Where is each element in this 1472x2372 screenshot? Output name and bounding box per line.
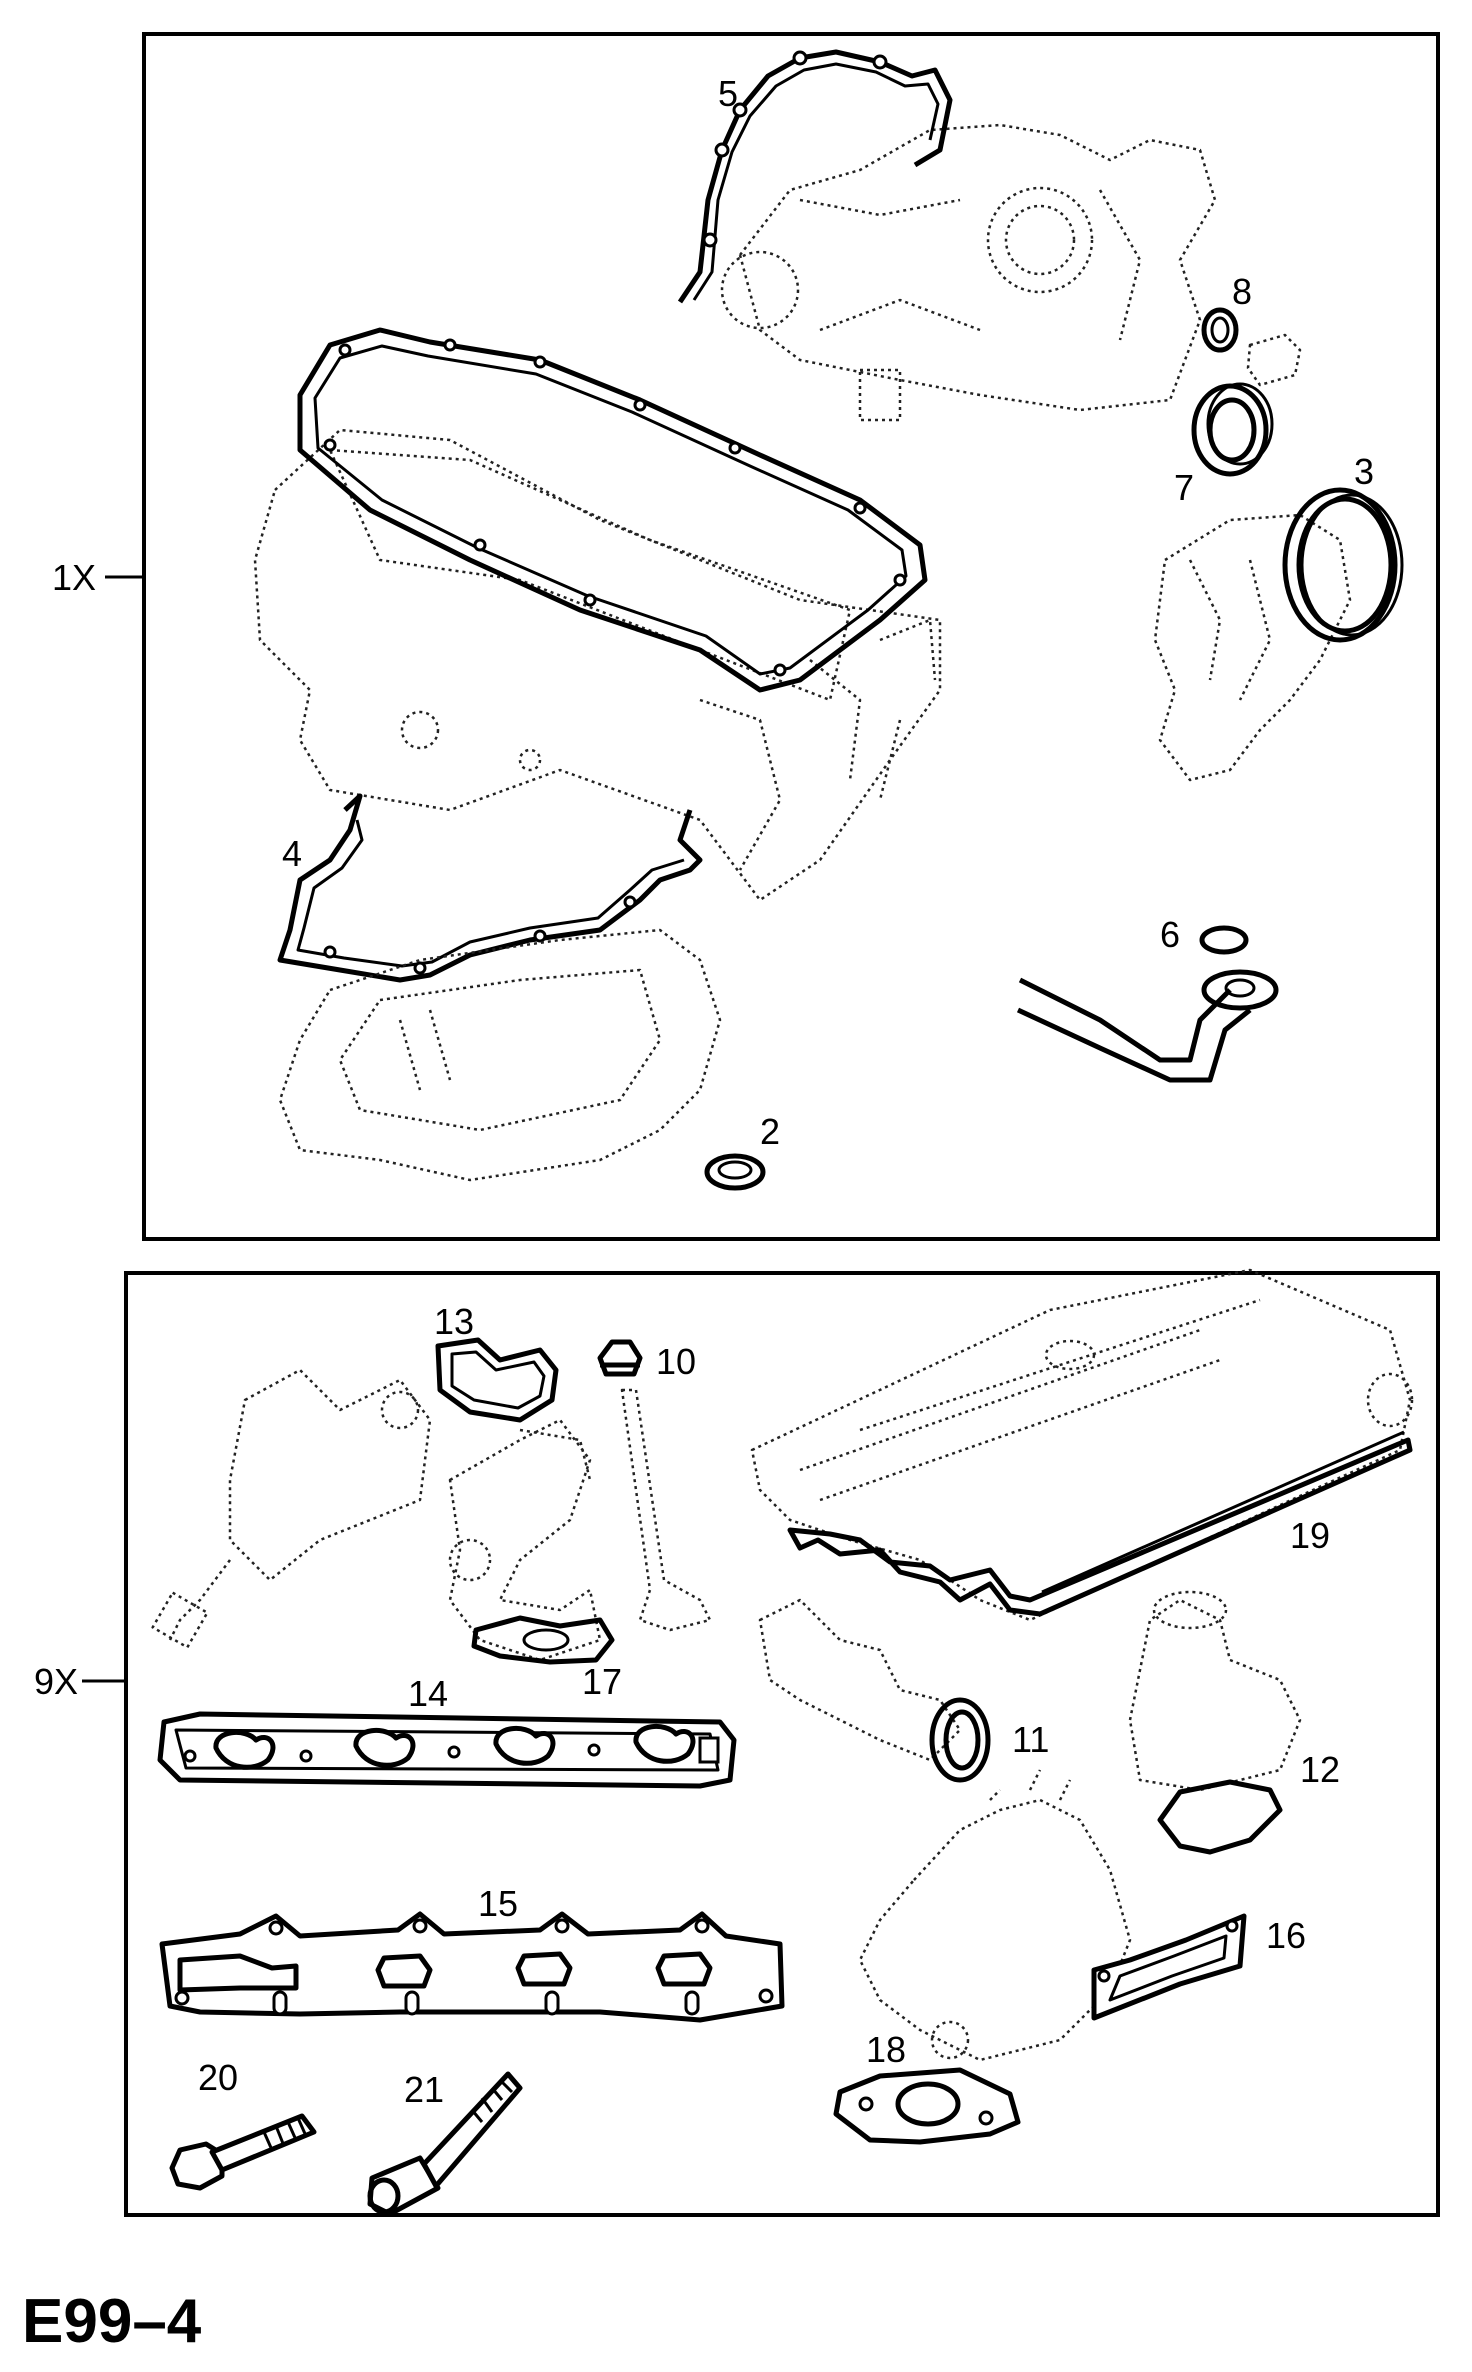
part-label-16: 16 (1266, 1915, 1306, 1956)
lower-oil-pan-drawing (278, 928, 722, 1182)
coolant-housing-drawing (858, 1769, 1132, 2062)
part-label-15: 15 (478, 1883, 518, 1924)
exhaust-manifold-gasket-15 (159, 1911, 785, 2023)
coolant-housing-gasket-16 (1091, 1913, 1247, 2021)
thermostat-gasket-12 (1157, 1779, 1283, 1855)
egr-valve-drawing (151, 1368, 432, 1649)
egr-gasket-13 (435, 1337, 559, 1423)
valve-stem-seal-10 (597, 1339, 643, 1377)
figure-code: E99–4 (22, 2287, 202, 2356)
part-label-18: 18 (866, 2029, 906, 2070)
oil-pan-lower-gasket-4 (277, 793, 703, 983)
part-label-17: 17 (582, 1661, 622, 1702)
part-label-21: 21 (404, 2069, 444, 2110)
rear-main-seal-3 (1282, 487, 1404, 643)
part-label-13: 13 (434, 1301, 474, 1342)
part-label-2: 2 (760, 1111, 780, 1152)
part-label-11: 11 (1012, 1719, 1049, 1760)
lower-group-label: 9X (34, 1661, 78, 1702)
part-label-20: 20 (198, 2057, 238, 2098)
intake-manifold-gasket-14 (157, 1711, 737, 1789)
seal-ring-8 (1201, 307, 1302, 387)
part-label-3: 3 (1354, 451, 1374, 492)
upper-oil-pan-drawing (253, 428, 942, 902)
thermostat-housing-drawing (1128, 1590, 1302, 1792)
part-label-6: 6 (1160, 914, 1180, 955)
part-label-12: 12 (1300, 1749, 1340, 1790)
camshaft-seal-11 (929, 1697, 991, 1783)
part-label-14: 14 (408, 1673, 448, 1714)
oil-pickup-tube-drawing (1016, 969, 1279, 1083)
upper-panel-frame (142, 32, 1440, 1241)
part-label-19: 19 (1290, 1515, 1330, 1556)
lower-panel-frame (124, 1271, 1440, 2217)
crankshaft-drawing (1153, 513, 1352, 782)
part-label-5: 5 (718, 73, 738, 114)
cam-cover-gasket-19 (787, 1430, 1413, 1617)
drain-plug-seal-2 (704, 1153, 766, 1191)
upper-group-label: 1X (52, 557, 96, 598)
timing-cover-gasket (677, 49, 953, 304)
part-label-4: 4 (282, 833, 302, 874)
part-label-7: 7 (1174, 467, 1194, 508)
flange-gasket-18 (833, 2067, 1021, 2145)
camshaft-cover-drawing (750, 1268, 1414, 1622)
socket-head-bolt-21 (367, 2071, 523, 2217)
part-label-10: 10 (656, 1341, 696, 1382)
oil-pan-upper-gasket (297, 327, 928, 693)
crank-seal-7 (1191, 382, 1274, 477)
egr-pipe-gasket-17 (471, 1615, 615, 1665)
camshaft-drawing (758, 1598, 962, 1762)
oil-pump-housing-drawing (720, 123, 1217, 422)
egr-pipe-drawing (448, 1418, 602, 1662)
part-label-8: 8 (1232, 271, 1252, 312)
hex-bolt-20 (169, 2113, 317, 2191)
pickup-oring-6 (1199, 925, 1249, 955)
valve-drawing (620, 1388, 712, 1632)
